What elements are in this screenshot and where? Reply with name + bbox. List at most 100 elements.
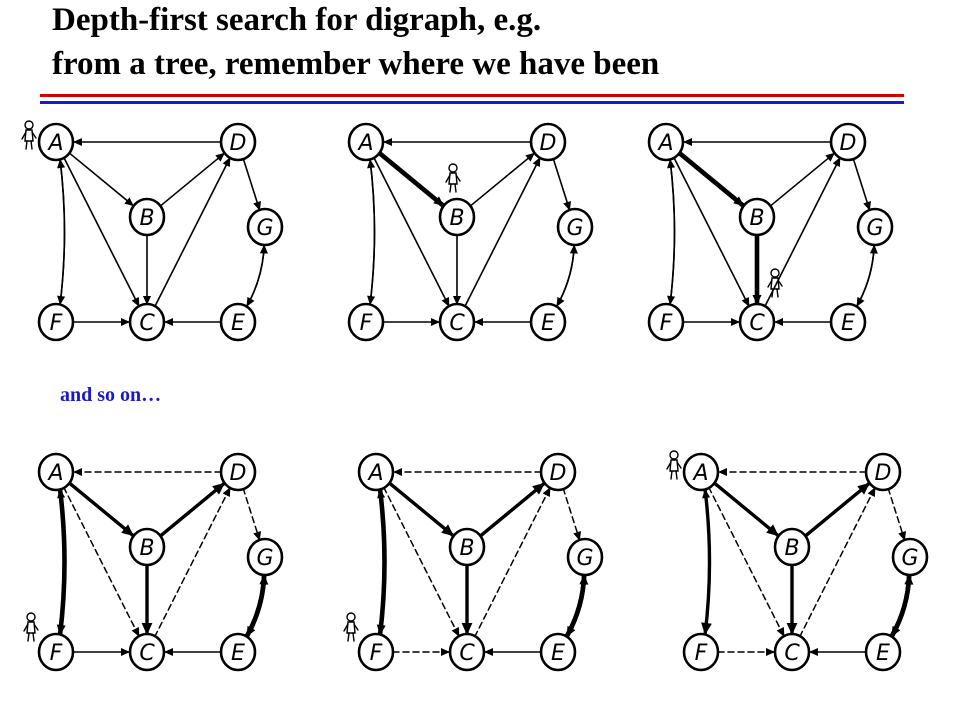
node-c: C [128, 632, 166, 672]
edge-f-c [717, 647, 776, 657]
node-label: F [370, 641, 383, 666]
node-label: D [875, 461, 892, 486]
node-label: C [139, 641, 155, 666]
edge-e-c [483, 647, 542, 657]
edge-f-c [392, 647, 451, 657]
node-e: E [529, 302, 567, 342]
node-a: A [647, 122, 685, 162]
node-layer: A B C D E F G [37, 452, 284, 672]
node-label: F [50, 311, 63, 336]
node-e: E [539, 632, 577, 672]
edge-e-g [564, 572, 589, 640]
node-label: D [540, 131, 557, 156]
node-label: D [230, 131, 247, 156]
edge-a-b [376, 150, 447, 209]
walker-figure-icon [343, 612, 359, 642]
node-b: B [773, 527, 811, 567]
edge-b-d [803, 481, 872, 538]
node-d: D [829, 122, 867, 162]
node-b: B [448, 527, 486, 567]
node-g: G [556, 207, 594, 247]
edge-layer [701, 467, 914, 657]
node-label: E [876, 641, 890, 666]
edge-layer [367, 137, 578, 327]
walker-figure-icon [21, 120, 37, 150]
node-g: G [856, 207, 894, 247]
node-c: C [128, 302, 166, 342]
edge-b-d [469, 152, 536, 207]
edge-a-b [712, 481, 781, 538]
edge-d-a [382, 137, 532, 147]
node-label: D [550, 461, 567, 486]
node-a: A [347, 122, 385, 162]
node-label: B [459, 536, 474, 561]
node-label: F [660, 311, 673, 336]
node-d: D [539, 452, 577, 492]
node-label: E [841, 311, 855, 336]
node-e: E [219, 632, 257, 672]
node-label: B [449, 206, 464, 231]
node-label: E [541, 311, 555, 336]
node-label: B [139, 206, 154, 231]
node-d: D [529, 122, 567, 162]
node-c: C [438, 302, 476, 342]
node-label: F [695, 641, 708, 666]
node-e: E [829, 302, 867, 342]
edge-a-c [62, 156, 141, 308]
edge-f-c [382, 317, 441, 327]
edge-e-c [473, 317, 532, 327]
edge-g-e [855, 243, 875, 308]
edge-e-g [245, 243, 268, 308]
node-label: G [256, 216, 273, 241]
node-a: A [37, 122, 75, 162]
edge-a-c [707, 486, 786, 638]
node-a: A [37, 452, 75, 492]
edge-d-a [392, 467, 542, 477]
node-label: C [784, 641, 800, 666]
slide-title-line-2: from a tree, remember where we have been [52, 46, 660, 82]
edge-d-g [552, 157, 571, 212]
node-label: B [749, 206, 764, 231]
node-f: F [647, 302, 685, 342]
node-label: G [901, 546, 918, 571]
node-label: F [50, 641, 63, 666]
node-b: B [128, 527, 166, 567]
edge-b-c [752, 231, 762, 308]
edge-e-g [555, 243, 578, 308]
node-f: F [357, 632, 395, 672]
node-label: G [256, 546, 273, 571]
node-g: G [566, 537, 604, 577]
node-label: A [656, 131, 673, 156]
edge-e-g [889, 572, 914, 640]
node-label: A [366, 461, 383, 486]
node-label: F [360, 311, 373, 336]
node-d: D [864, 452, 902, 492]
edge-c-d [473, 486, 552, 638]
node-label: D [230, 461, 247, 486]
node-label: A [691, 461, 708, 486]
edge-layer [57, 137, 268, 327]
graph-panel-2: A B C D E F G [347, 122, 594, 342]
edge-d-a [682, 137, 832, 147]
edge-d-g [242, 157, 261, 212]
node-label: C [449, 311, 465, 336]
edge-e-c [808, 647, 867, 657]
edge-b-d [769, 152, 836, 207]
graph-panel-6: A B C D E F G [666, 450, 929, 672]
node-b: B [438, 197, 476, 237]
node-label: E [231, 311, 245, 336]
node-f: F [682, 632, 720, 672]
edge-c-d [798, 486, 877, 638]
node-label: C [749, 311, 765, 336]
edge-f-a [667, 158, 676, 306]
walker-figure-icon [666, 450, 682, 480]
node-d: D [219, 122, 257, 162]
node-a: A [357, 452, 395, 492]
edge-e-g [855, 243, 878, 308]
edge-f-a [377, 488, 386, 636]
edge-d-a [717, 467, 867, 477]
graph-panel-1: A B C D E F G [21, 120, 284, 342]
edge-c-d [463, 156, 542, 308]
